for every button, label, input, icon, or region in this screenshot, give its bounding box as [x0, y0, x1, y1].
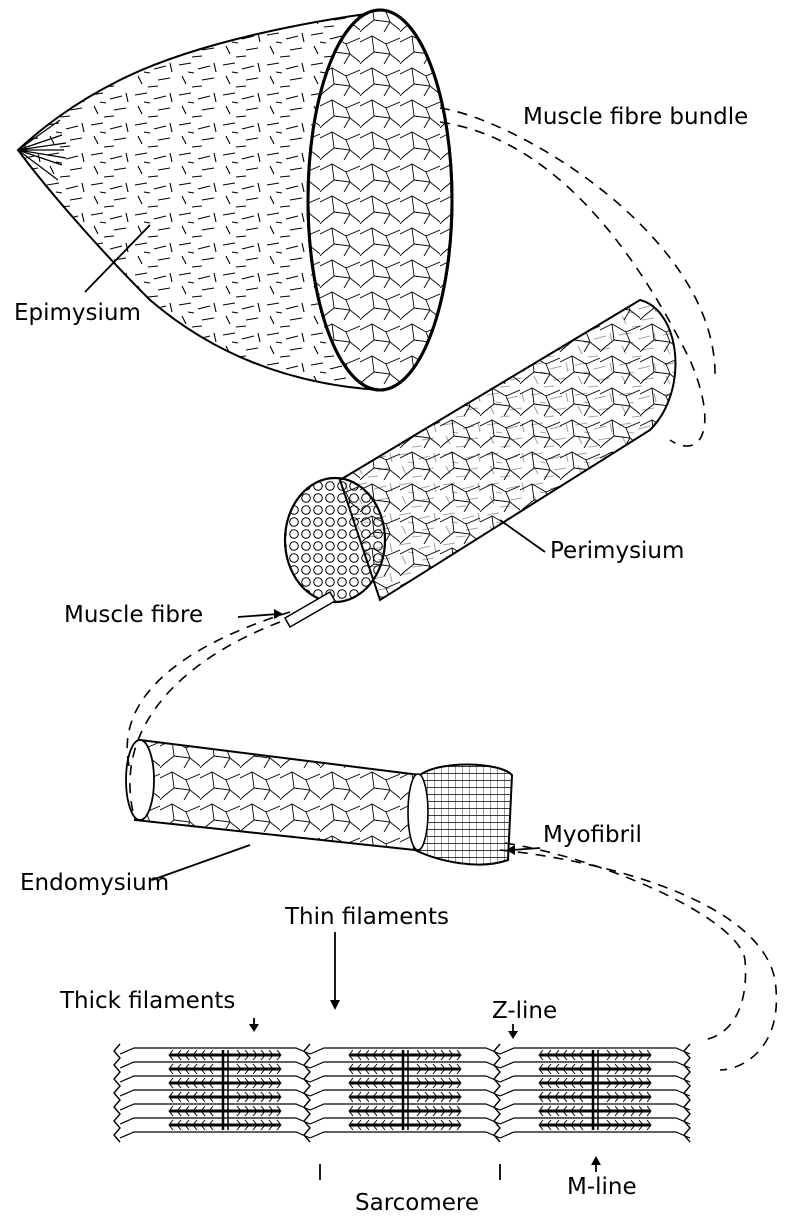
label-muscle-fibre: Muscle fibre	[64, 604, 203, 627]
thin-filament	[310, 1048, 500, 1054]
label-thick-filaments: Thick filaments	[60, 990, 235, 1013]
thin-filament	[500, 1104, 690, 1110]
thin-filament	[310, 1090, 500, 1096]
thin-filament	[120, 1132, 310, 1138]
thin-filament	[120, 1090, 310, 1096]
label-sarcomere: Sarcomere	[355, 1192, 479, 1215]
thin-filament	[120, 1118, 310, 1124]
thin-filament	[310, 1104, 500, 1110]
thin-filament	[120, 1062, 310, 1068]
thin-filament	[310, 1132, 500, 1138]
thin-filament	[500, 1048, 690, 1054]
thin-filament	[310, 1076, 500, 1082]
thin-filament	[500, 1076, 690, 1082]
thin-filament	[500, 1062, 690, 1068]
thin-filament	[500, 1090, 690, 1096]
thin-filament	[120, 1048, 310, 1054]
perimysium-leader	[500, 520, 545, 552]
label-epimysium: Epimysium	[14, 302, 141, 325]
thin-filament	[120, 1076, 310, 1082]
whole-muscle	[18, 8, 460, 394]
sarcomere-strip	[114, 1044, 690, 1142]
label-muscle-fibre-bundle: Muscle fibre bundle	[523, 106, 748, 129]
thin-filament	[500, 1118, 690, 1124]
myofibril-arrow	[512, 848, 540, 850]
label-endomysium: Endomysium	[20, 872, 169, 895]
z-line-mark	[684, 1044, 690, 1142]
label-thin-filaments: Thin filaments	[285, 906, 449, 929]
z-line-mark	[494, 1044, 500, 1142]
thin-filament	[500, 1132, 690, 1138]
label-myofibril: Myofibril	[543, 824, 642, 847]
thin-filament	[310, 1062, 500, 1068]
muscle-fibre-arrow	[238, 614, 278, 617]
thin-filament	[120, 1104, 310, 1110]
label-z-line: Z-line	[492, 1000, 557, 1023]
z-line-mark	[114, 1044, 120, 1142]
label-perimysium: Perimysium	[550, 540, 684, 563]
muscle-fibre-segment	[126, 740, 512, 865]
z-line-mark	[304, 1044, 310, 1142]
thin-filament	[310, 1118, 500, 1124]
label-m-line: M-line	[567, 1176, 637, 1199]
